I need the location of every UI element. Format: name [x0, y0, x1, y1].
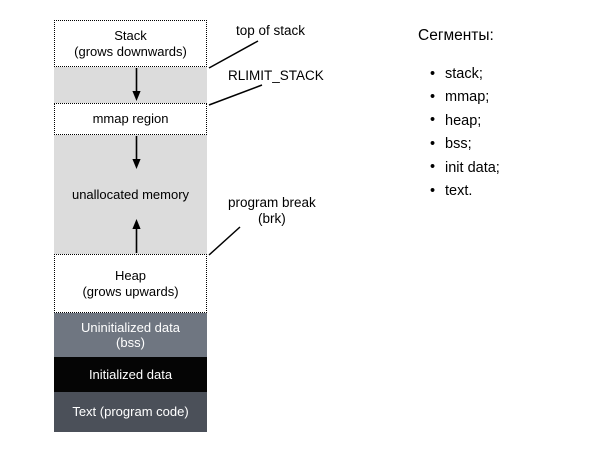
arrow-down-icon-stack-growth	[132, 68, 141, 101]
memory-band-stack: Stack (grows downwards)	[54, 20, 207, 67]
annotation-rlimit-stack: RLIMIT_STACK	[228, 68, 324, 84]
arrow-down-icon-mmap-growth	[132, 136, 141, 169]
band-label-mmap: mmap region	[92, 111, 169, 127]
memory-band-mmap: mmap region	[54, 103, 207, 135]
band-sublabel-heap: (grows upwards)	[82, 283, 179, 299]
band-label-heap: Heap	[114, 268, 147, 284]
list-item: text.	[418, 180, 598, 204]
band-sublabel-bss: (bss)	[116, 335, 145, 350]
segments-title: Сегменты:	[418, 27, 494, 44]
segments-list: stack; mmap; heap; bss; init data; text.	[418, 62, 598, 204]
memory-layout-diagram: Stack (grows downwards) mmap region unal…	[54, 20, 207, 432]
annotation-top-of-stack-line-1: top of stack	[236, 23, 306, 38]
annotation-program-break-line-2: (brk)	[258, 211, 286, 227]
list-item: init data;	[418, 156, 598, 180]
leader-line-rlimit-stack	[208, 84, 263, 106]
memory-band-unallocated: unallocated memory	[54, 135, 207, 254]
annotation-rlimit-stack-line-1: RLIMIT_STACK	[228, 68, 324, 83]
memory-band-initialized-data: Initialized data	[54, 357, 207, 392]
list-item: mmap;	[418, 86, 598, 110]
band-label-stack: Stack	[114, 28, 147, 44]
band-label-unallocated: unallocated memory	[71, 186, 190, 202]
leader-line-top-of-stack	[208, 40, 259, 69]
list-item: stack;	[418, 62, 598, 86]
band-sublabel-stack: (grows downwards)	[74, 43, 187, 59]
band-label-initialized-data: Initialized data	[88, 366, 173, 382]
segments-panel: Сегменты: stack; mmap; heap; bss; init d…	[418, 27, 598, 204]
band-label-text: Text (program code)	[72, 404, 189, 420]
band-label-bss: Uninitialized data	[80, 319, 180, 335]
arrow-up-icon-heap-growth	[132, 219, 141, 253]
annotation-program-break-line-1: program break	[228, 195, 316, 210]
annotation-program-break: program break (brk)	[228, 195, 316, 227]
list-item: heap;	[418, 109, 598, 133]
memory-band-text: Text (program code)	[54, 392, 207, 432]
annotation-top-of-stack: top of stack	[236, 23, 305, 39]
memory-band-heap: Heap (grows upwards)	[54, 254, 207, 313]
memory-band-bss: Uninitialized data (bss)	[54, 313, 207, 357]
leader-line-program-break	[208, 226, 241, 256]
list-item: bss;	[418, 133, 598, 157]
memory-band-stack-mmap-gap	[54, 67, 207, 103]
